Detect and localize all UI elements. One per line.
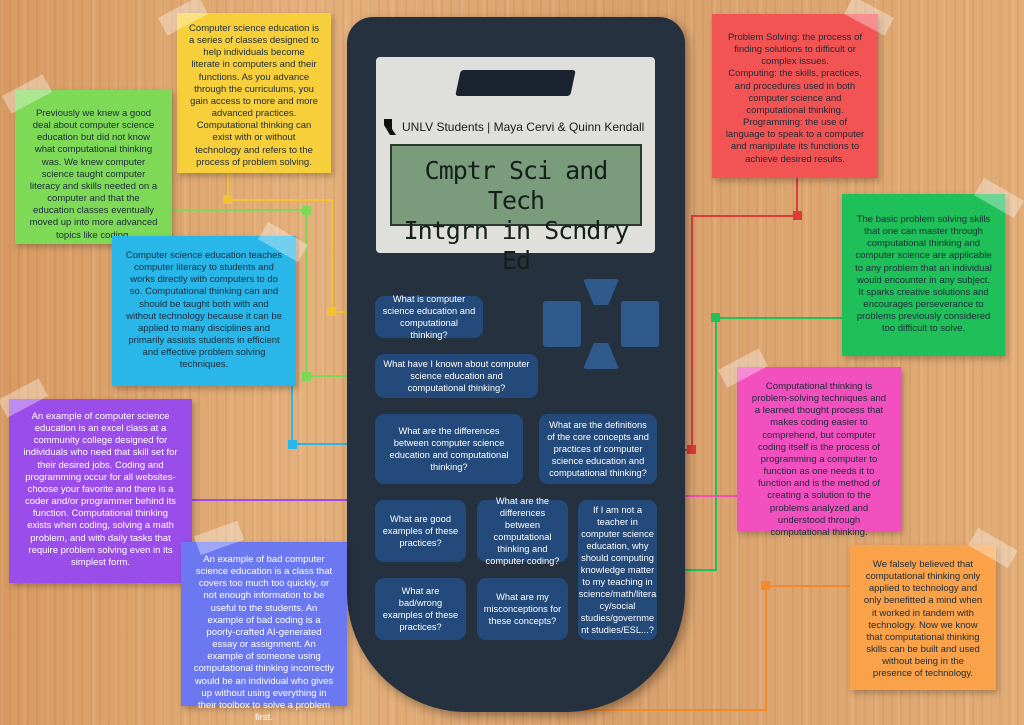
byline: UNLV Students | Maya Cervi & Quinn Kenda… <box>384 119 644 135</box>
note-text: Computer science education teaches compu… <box>125 250 283 371</box>
note-text: An example of bad computer science educa… <box>193 554 335 724</box>
question-button[interactable]: What are good examples of these practice… <box>375 500 466 562</box>
question-text: What are the differences between computa… <box>485 495 560 567</box>
note-text: Computer science education is a series o… <box>189 23 319 168</box>
question-text: What is computer science education and c… <box>382 293 476 341</box>
note-good-examples: An example of computer science education… <box>9 399 192 583</box>
question-button[interactable]: What are the differences between compute… <box>375 414 523 484</box>
note-text: Problem Solving: the process of finding … <box>727 32 863 68</box>
note-text: Previously we knew a good deal about com… <box>29 108 158 241</box>
note-text: Programming: the use of language to spea… <box>725 117 865 165</box>
title-line-1: Cmptr Sci and Tech <box>424 156 609 215</box>
byline-text: UNLV Students | Maya Cervi & Quinn Kenda… <box>402 120 645 134</box>
question-text: What have I known about computer science… <box>383 358 530 394</box>
question-text: What are the differences between compute… <box>389 425 509 473</box>
question-button[interactable]: What are the differences between computa… <box>477 496 568 566</box>
note-text: We falsely believed that computational t… <box>863 559 983 680</box>
note-prior-knowledge: Previously we knew a good deal about com… <box>15 90 172 244</box>
note-text: The basic problem solving skills that on… <box>855 214 992 335</box>
question-text: What are my misconceptions for these con… <box>483 591 562 627</box>
question-text: What are bad/wrong examples of these pra… <box>382 585 459 633</box>
question-text: If I am not a teacher in computer scienc… <box>578 504 657 636</box>
note-why-it-matters: The basic problem solving skills that on… <box>842 194 1005 356</box>
question-button[interactable]: If I am not a teacher in computer scienc… <box>578 500 657 640</box>
question-button[interactable]: What is computer science education and c… <box>375 293 483 341</box>
question-button[interactable]: What are bad/wrong examples of these pra… <box>375 578 466 640</box>
dpad-up-button[interactable] <box>583 279 619 305</box>
note-text: Computing: the skills, practices, and pr… <box>728 68 862 116</box>
title-line-2: Intgrn in Scndry Ed <box>403 216 630 275</box>
question-button[interactable]: What are the definitions of the core con… <box>539 414 657 484</box>
note-bad-examples: An example of bad computer science educa… <box>181 542 347 723</box>
note-misconceptions: We falsely believed that computational t… <box>850 545 996 690</box>
note-definitions: Problem Solving: the process of finding … <box>712 14 878 178</box>
calculator-title: Cmptr Sci and Tech Intgrn in Scndry Ed <box>390 144 642 275</box>
note-differences: Computer science education teaches compu… <box>112 236 296 386</box>
note-thinking-vs-coding: Computational thinking is problem-solvin… <box>737 367 901 538</box>
screen-slot <box>455 70 576 96</box>
dpad-down-button[interactable] <box>583 343 619 369</box>
dpad-left-button[interactable] <box>543 301 581 347</box>
question-text: What are good examples of these practice… <box>382 513 459 549</box>
note-definition: Computer science education is a series o… <box>177 13 331 173</box>
nevada-state-icon <box>384 119 396 135</box>
question-button[interactable]: What have I known about computer science… <box>375 354 538 398</box>
dpad-right-button[interactable] <box>621 301 659 347</box>
note-text: An example of computer science education… <box>23 411 178 568</box>
note-text: Computational thinking is problem-solvin… <box>751 381 887 538</box>
question-text: What are the definitions of the core con… <box>547 419 649 479</box>
dpad <box>541 279 659 369</box>
question-button[interactable]: What are my misconceptions for these con… <box>477 578 568 640</box>
